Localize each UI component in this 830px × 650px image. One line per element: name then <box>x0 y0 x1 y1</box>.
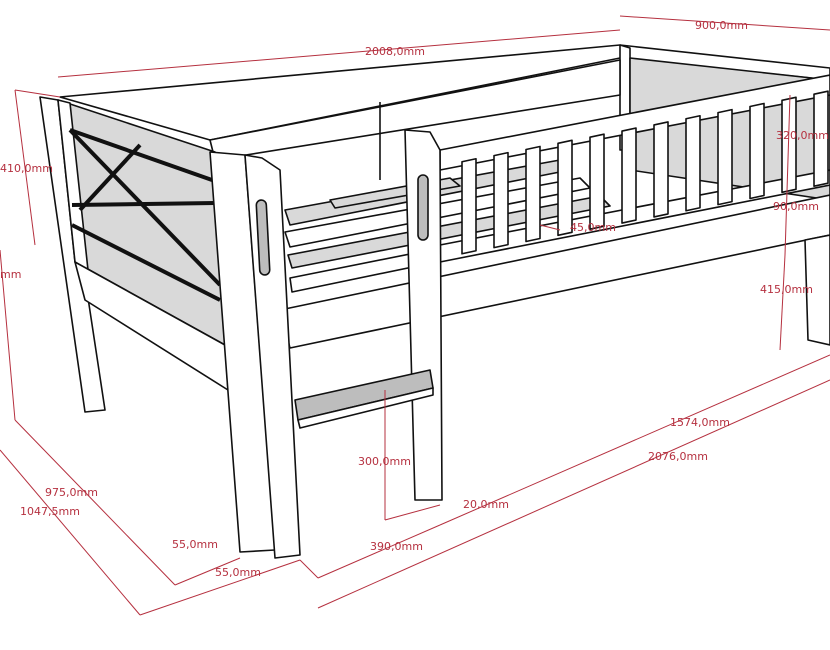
dim-width-top: 900,0mm <box>695 19 748 32</box>
guard-slat <box>685 114 701 212</box>
posts <box>209 129 830 559</box>
dim-length-top: 2008,0mm <box>365 45 425 58</box>
ladder-rung-edge <box>297 387 434 429</box>
guard-slat <box>525 145 541 243</box>
headboard <box>39 96 229 413</box>
guard-slat <box>749 102 765 200</box>
dim-ladder-step: 300,0mm <box>358 455 411 468</box>
guard-slat <box>557 139 573 237</box>
dim-ladder-thickness: 20,0mm <box>463 498 509 511</box>
dim-post-a: 55,0mm <box>172 538 218 551</box>
dim-leg-height: 415,0mm <box>760 283 813 296</box>
guard-rail <box>439 74 830 263</box>
guard-slat <box>589 133 605 230</box>
dimension-lines <box>0 15 830 616</box>
dim-guard-height: 320,0mm <box>776 129 829 142</box>
guard-slat <box>813 90 829 187</box>
guard-slat <box>717 108 733 206</box>
dim-headboard-height: 410,0mm <box>0 162 53 175</box>
guard-slat <box>781 96 797 194</box>
dim-rail-height: 90,0mm <box>773 200 819 213</box>
dim-width-1047: 1047,5mm <box>20 505 80 518</box>
dim-post-b: 55,0mm <box>215 566 261 579</box>
dim-guard-length: 1574,0mm <box>670 416 730 429</box>
dim-width-975: 975,0mm <box>45 486 98 499</box>
dim-slat-gap: 45,0mm <box>570 221 616 234</box>
guard-slat <box>493 151 509 249</box>
dim-total-length: 2076,0mm <box>648 450 708 463</box>
guard-slat <box>461 157 477 255</box>
guard-slat <box>621 127 637 224</box>
guard-slat <box>653 121 669 218</box>
dim-ladder-width: 390,0mm <box>370 540 423 553</box>
dim-left-height: mm <box>0 268 21 281</box>
